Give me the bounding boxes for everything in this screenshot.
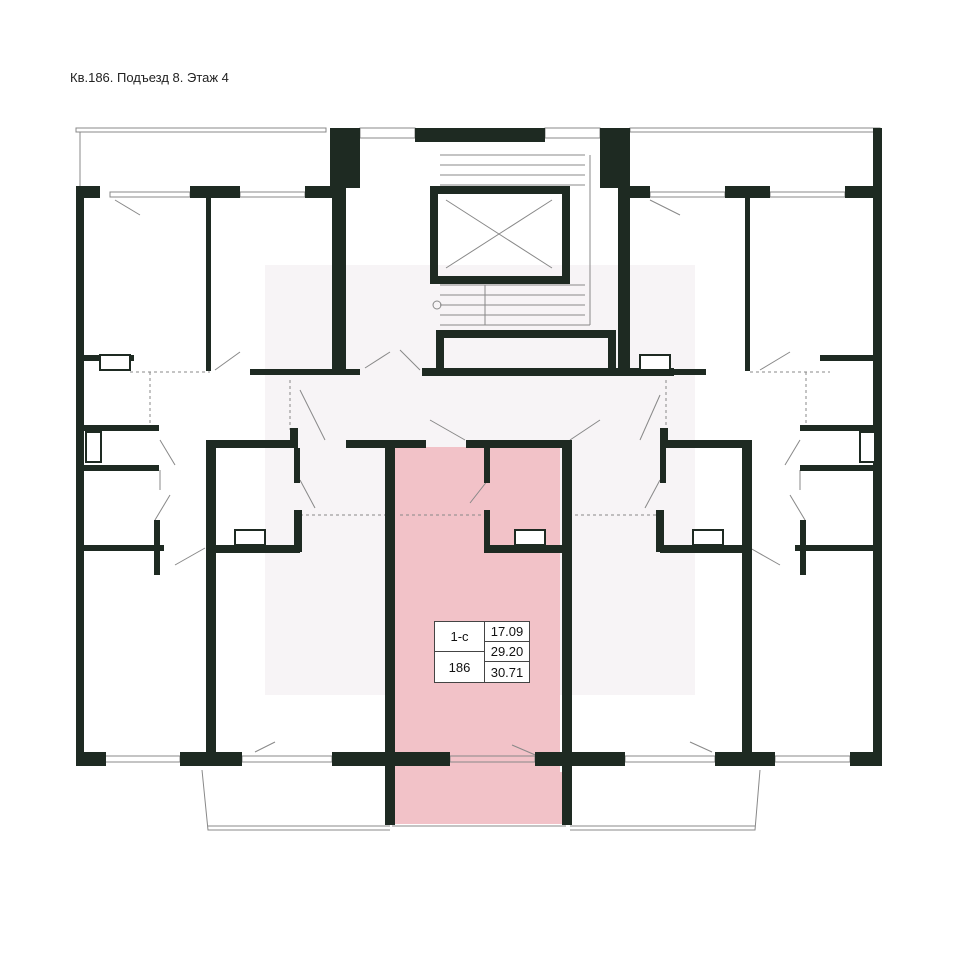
area-total-with-balcony: 30.71 [490, 664, 524, 680]
walls [76, 128, 882, 825]
apartment-186-highlight [392, 447, 566, 824]
apartment-info-table: 1-с 186 17.09 29.20 30.71 [434, 621, 530, 683]
unit-number: 186 [435, 652, 485, 682]
radiators [85, 354, 876, 546]
floor-plan-title: Кв.186. Подъезд 8. Этаж 4 [70, 70, 229, 85]
unit-type: 1-с [435, 622, 485, 652]
area-living: 17.09 [485, 622, 529, 642]
area-total: 29.20 [485, 642, 529, 662]
